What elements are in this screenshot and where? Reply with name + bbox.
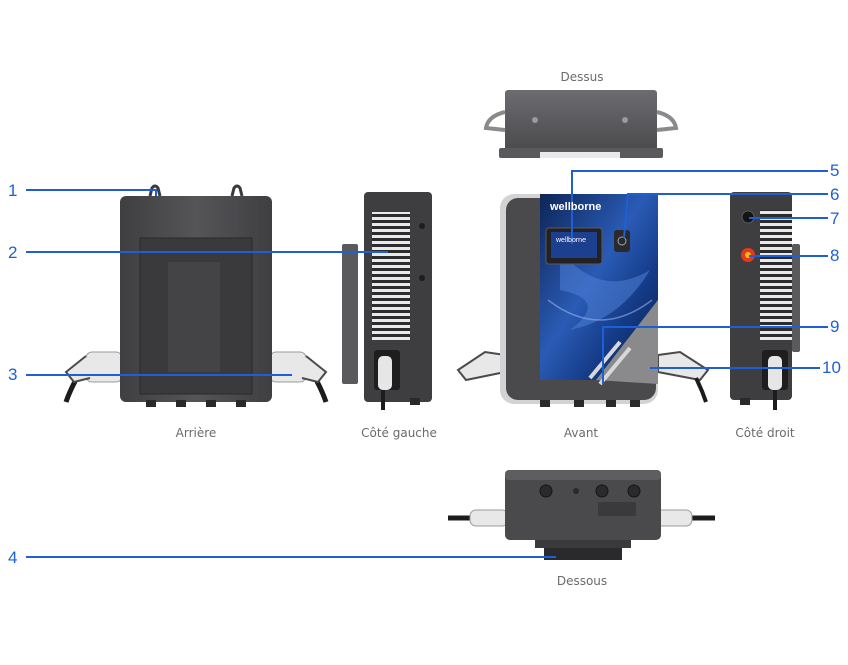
callout-line-1 xyxy=(26,189,157,196)
caption-right-side: Côté droit xyxy=(735,426,795,440)
top-view xyxy=(483,90,679,158)
caption-front: Avant xyxy=(563,426,599,440)
left-side-view xyxy=(342,192,432,410)
callout-line-6 xyxy=(623,193,828,239)
callout-number-1: 1 xyxy=(8,181,18,200)
rear-view xyxy=(63,184,329,407)
screen-logo: wellborne xyxy=(556,237,586,244)
brand-logo: wellborne xyxy=(550,201,602,213)
caption-bottom: Dessous xyxy=(556,574,608,588)
caption-rear: Arrière xyxy=(175,426,217,440)
callout-number-8: 8 xyxy=(830,246,840,265)
callout-number-3: 3 xyxy=(8,365,18,384)
callout-number-10: 10 xyxy=(822,358,841,377)
callout-number-5: 5 xyxy=(830,161,840,180)
front-view xyxy=(456,194,710,407)
callout-number-9: 9 xyxy=(830,317,840,336)
callout-number-2: 2 xyxy=(8,243,18,262)
callout-number-7: 7 xyxy=(830,209,840,228)
right-side-view xyxy=(730,192,800,410)
callout-number-4: 4 xyxy=(8,548,18,567)
callout-line-5 xyxy=(571,170,828,244)
callout-lines xyxy=(26,170,828,558)
caption-top: Dessus xyxy=(560,70,604,84)
caption-left-side: Côté gauche xyxy=(361,426,437,440)
bottom-view xyxy=(448,470,715,560)
callout-line-9 xyxy=(602,326,828,384)
callout-number-6: 6 xyxy=(830,185,840,204)
